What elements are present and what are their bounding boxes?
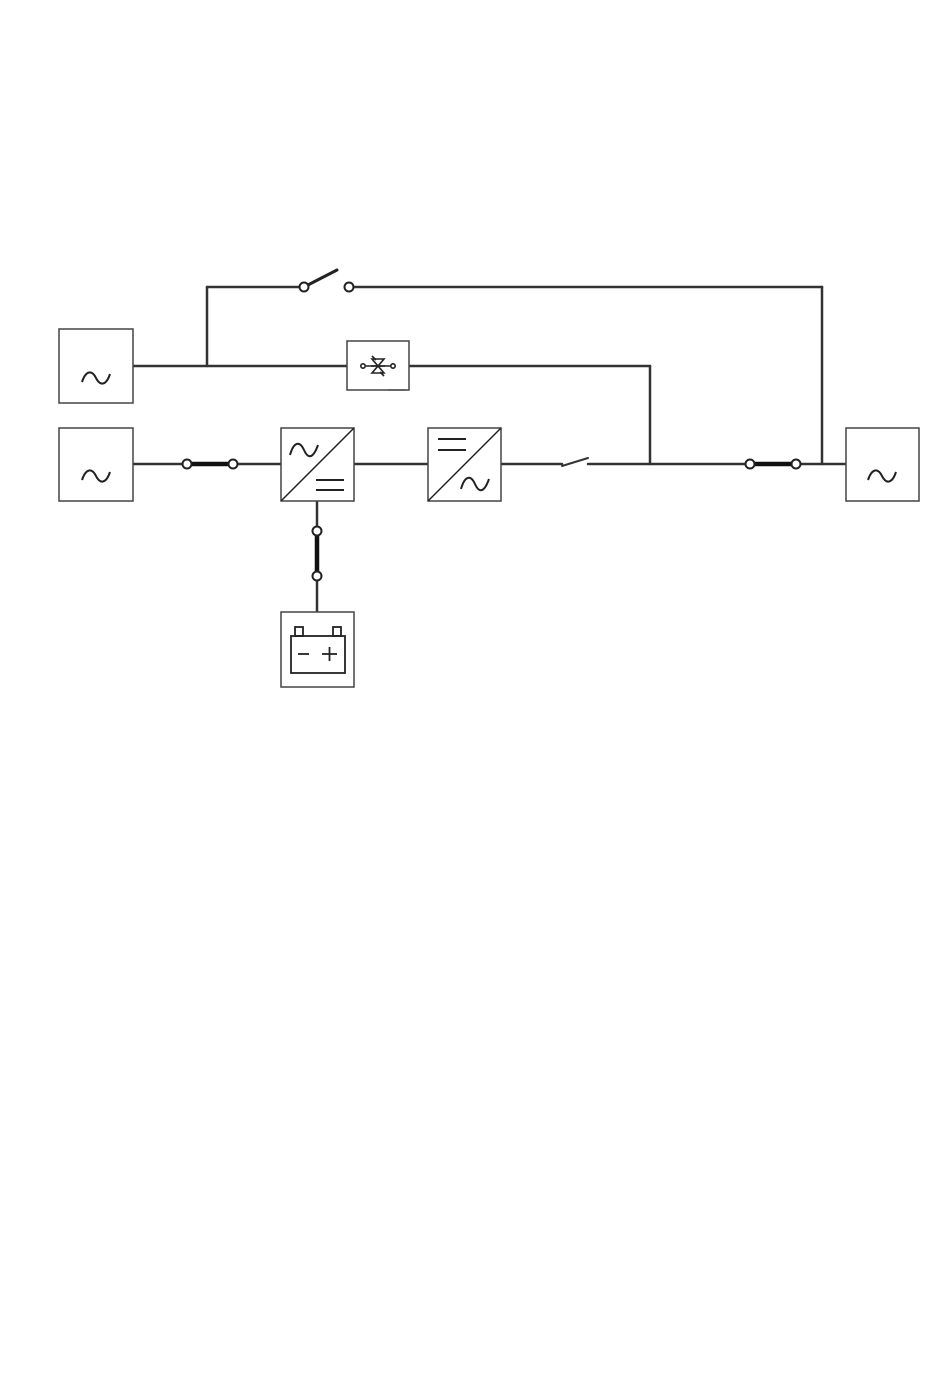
maintenance-bypass-switch bbox=[300, 270, 354, 292]
load-ac-output bbox=[846, 428, 919, 501]
static-switch bbox=[347, 341, 409, 391]
open-switch-icon bbox=[304, 270, 337, 287]
rectifier bbox=[281, 428, 354, 501]
inverter bbox=[428, 428, 501, 501]
battery-breaker bbox=[313, 527, 322, 581]
inverter-output-switch bbox=[562, 458, 588, 466]
input-breaker bbox=[183, 460, 238, 469]
open-switch-icon bbox=[562, 458, 588, 466]
battery bbox=[281, 612, 354, 687]
main-ac-source bbox=[59, 428, 133, 501]
bypass-ac-source bbox=[59, 329, 133, 403]
output-breaker bbox=[746, 460, 801, 469]
